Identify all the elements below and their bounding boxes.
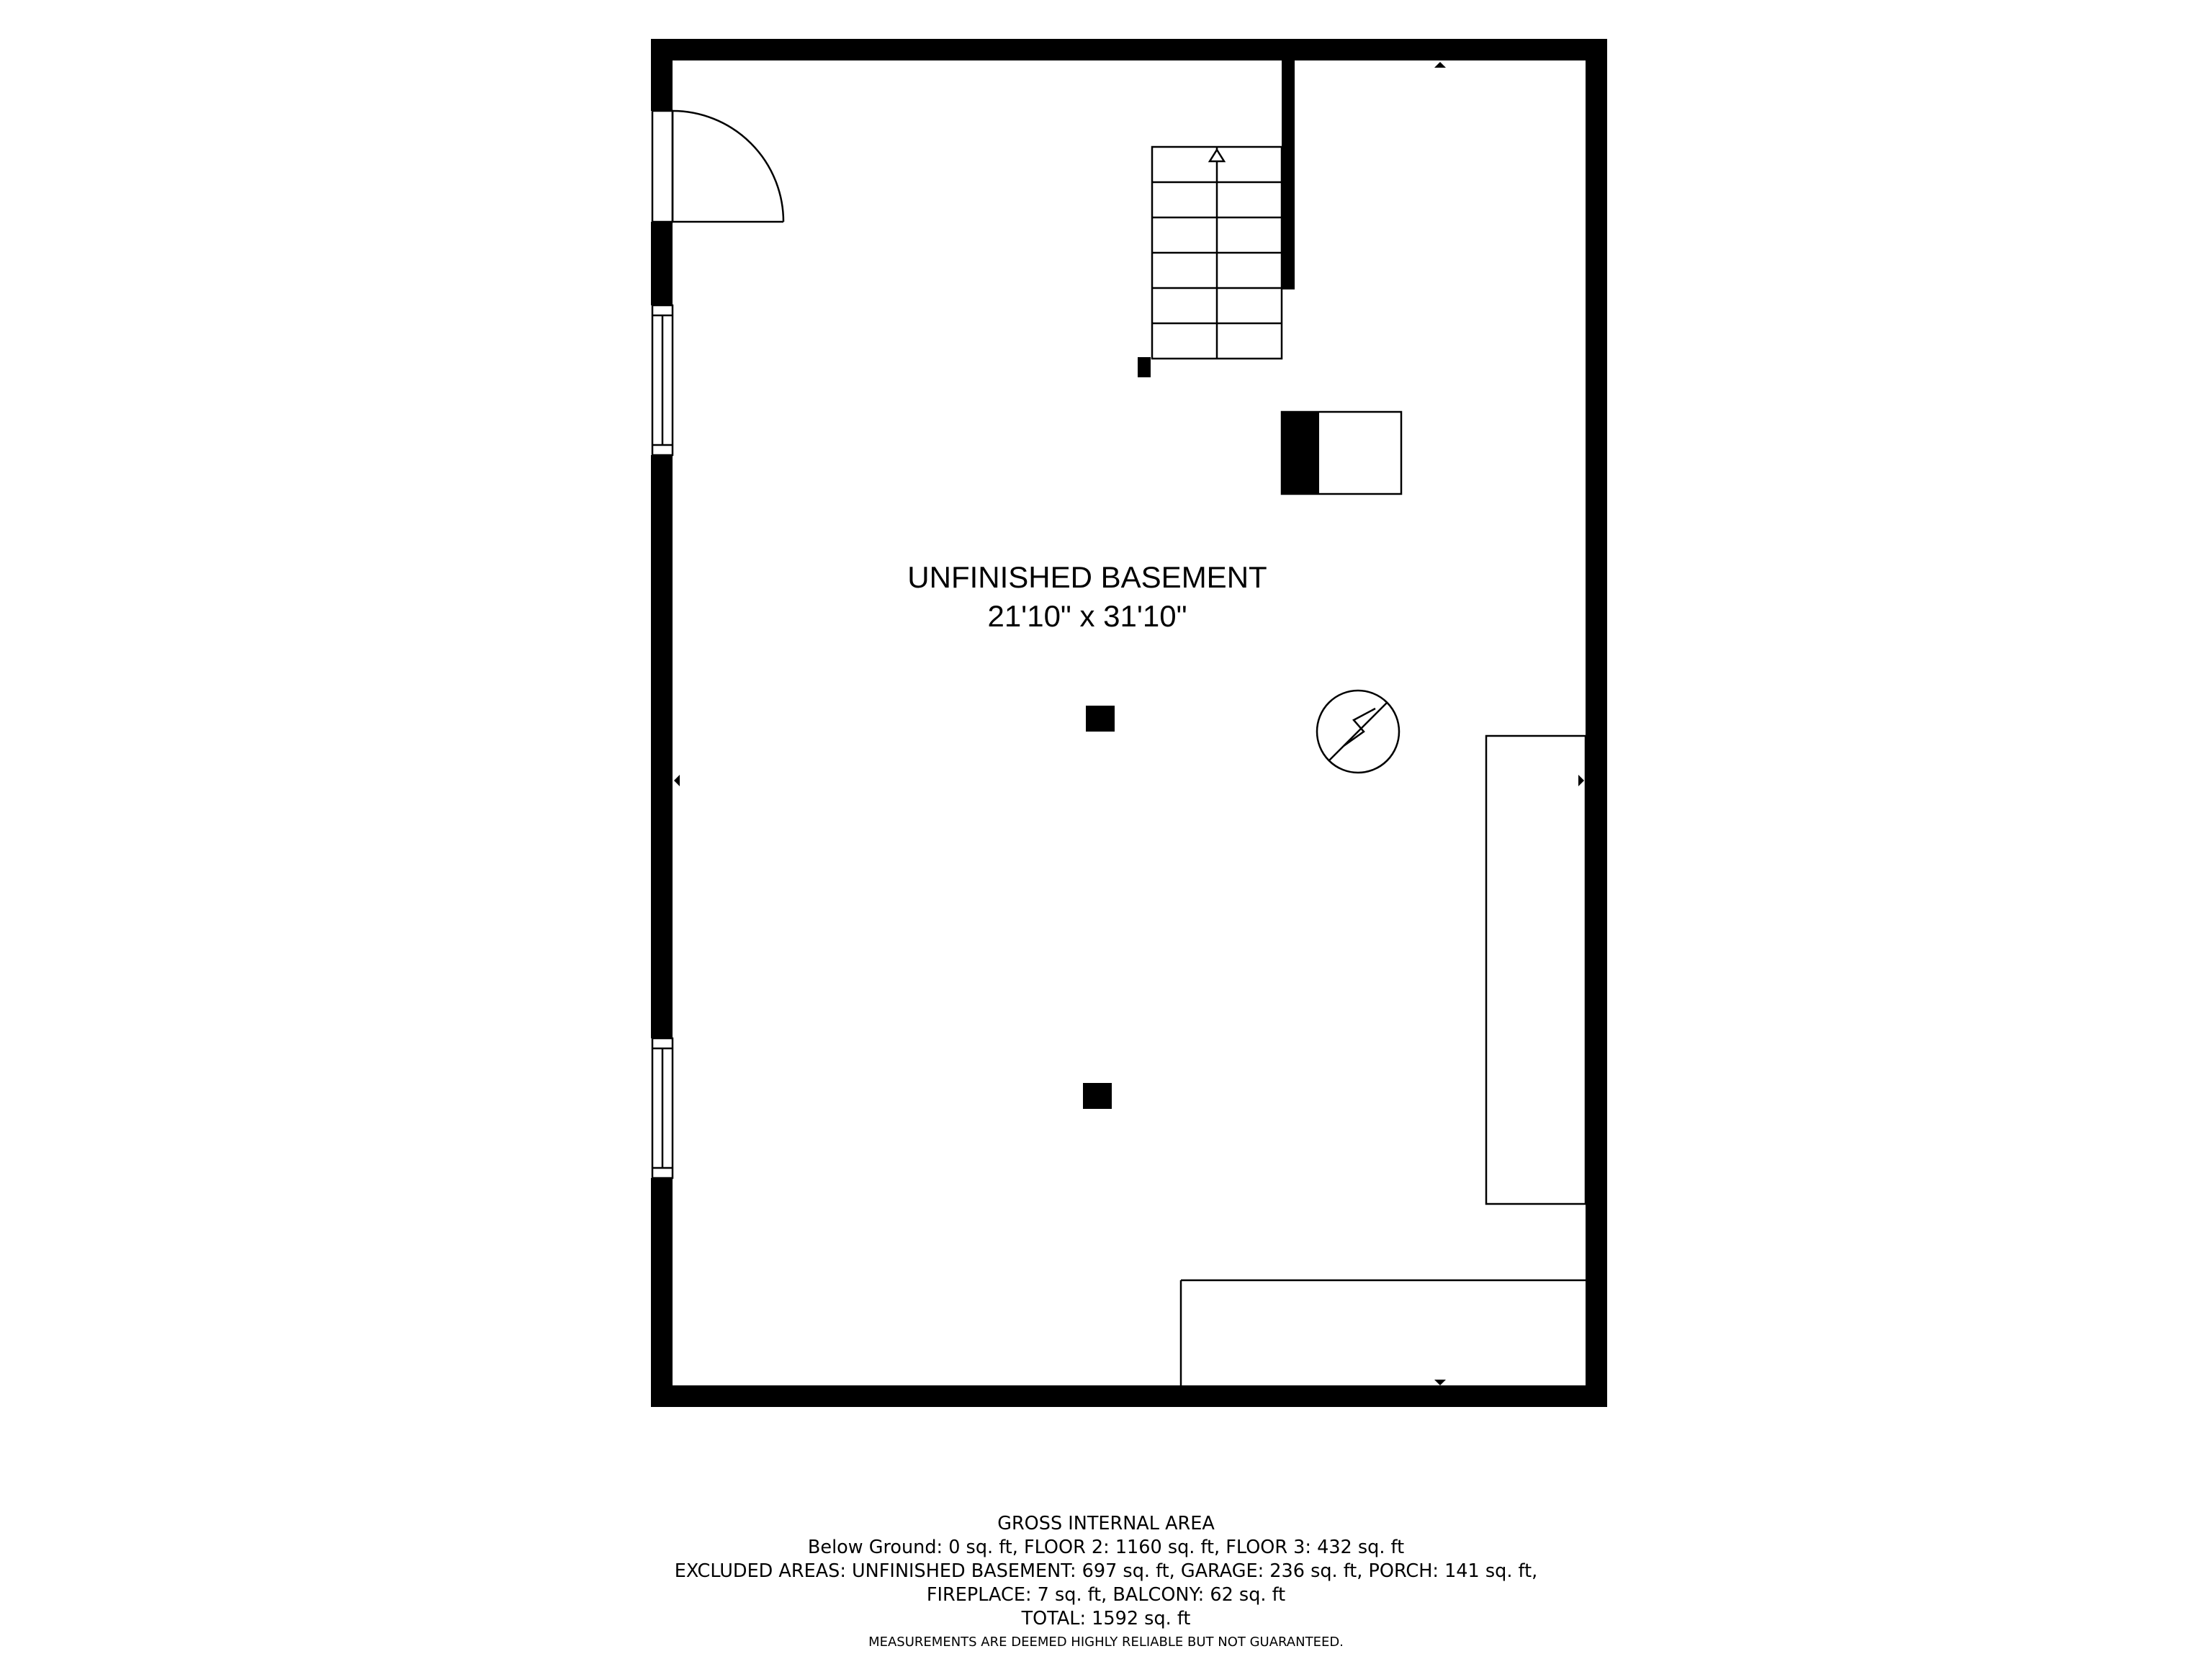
area-summary-line: FIREPLACE: 7 sq. ft, BALCONY: 62 sq. ft xyxy=(926,1584,1286,1606)
direction-arrow-icon xyxy=(1434,62,1446,68)
stair-wall xyxy=(1282,60,1295,289)
stairs-icon xyxy=(1151,145,1283,360)
column-icon xyxy=(1086,706,1115,732)
area-summary-line: EXCLUDED AREAS: UNFINISHED BASEMENT: 697… xyxy=(674,1560,1538,1582)
direction-arrow-icon xyxy=(674,775,680,786)
window-icon xyxy=(651,1037,674,1179)
window-icon xyxy=(651,304,674,457)
door-swing-icon xyxy=(651,109,785,223)
area-summary-title: GROSS INTERNAL AREA xyxy=(997,1513,1215,1534)
area-summary-line: Below Ground: 0 sq. ft, FLOOR 2: 1160 sq… xyxy=(807,1537,1405,1558)
room-dimensions: 21'10" x 31'10" xyxy=(987,599,1187,633)
fixture xyxy=(1179,1279,1586,1385)
direction-arrow-icon xyxy=(1578,775,1584,786)
electrical-panel-icon xyxy=(1280,410,1403,495)
room-name: UNFINISHED BASEMENT xyxy=(907,560,1267,594)
column-icon xyxy=(1083,1083,1112,1109)
water-heater-icon xyxy=(1316,689,1401,774)
shelving xyxy=(1485,734,1587,1205)
area-summary: GROSS INTERNAL AREA Below Ground: 0 sq. … xyxy=(0,1512,2212,1651)
stair-post xyxy=(1138,357,1151,377)
exterior-walls xyxy=(651,39,1607,1407)
direction-arrow-icon xyxy=(1434,1380,1446,1385)
disclaimer: MEASUREMENTS ARE DEEMED HIGHLY RELIABLE … xyxy=(868,1635,1344,1650)
area-summary-total: TOTAL: 1592 sq. ft xyxy=(1021,1608,1191,1629)
